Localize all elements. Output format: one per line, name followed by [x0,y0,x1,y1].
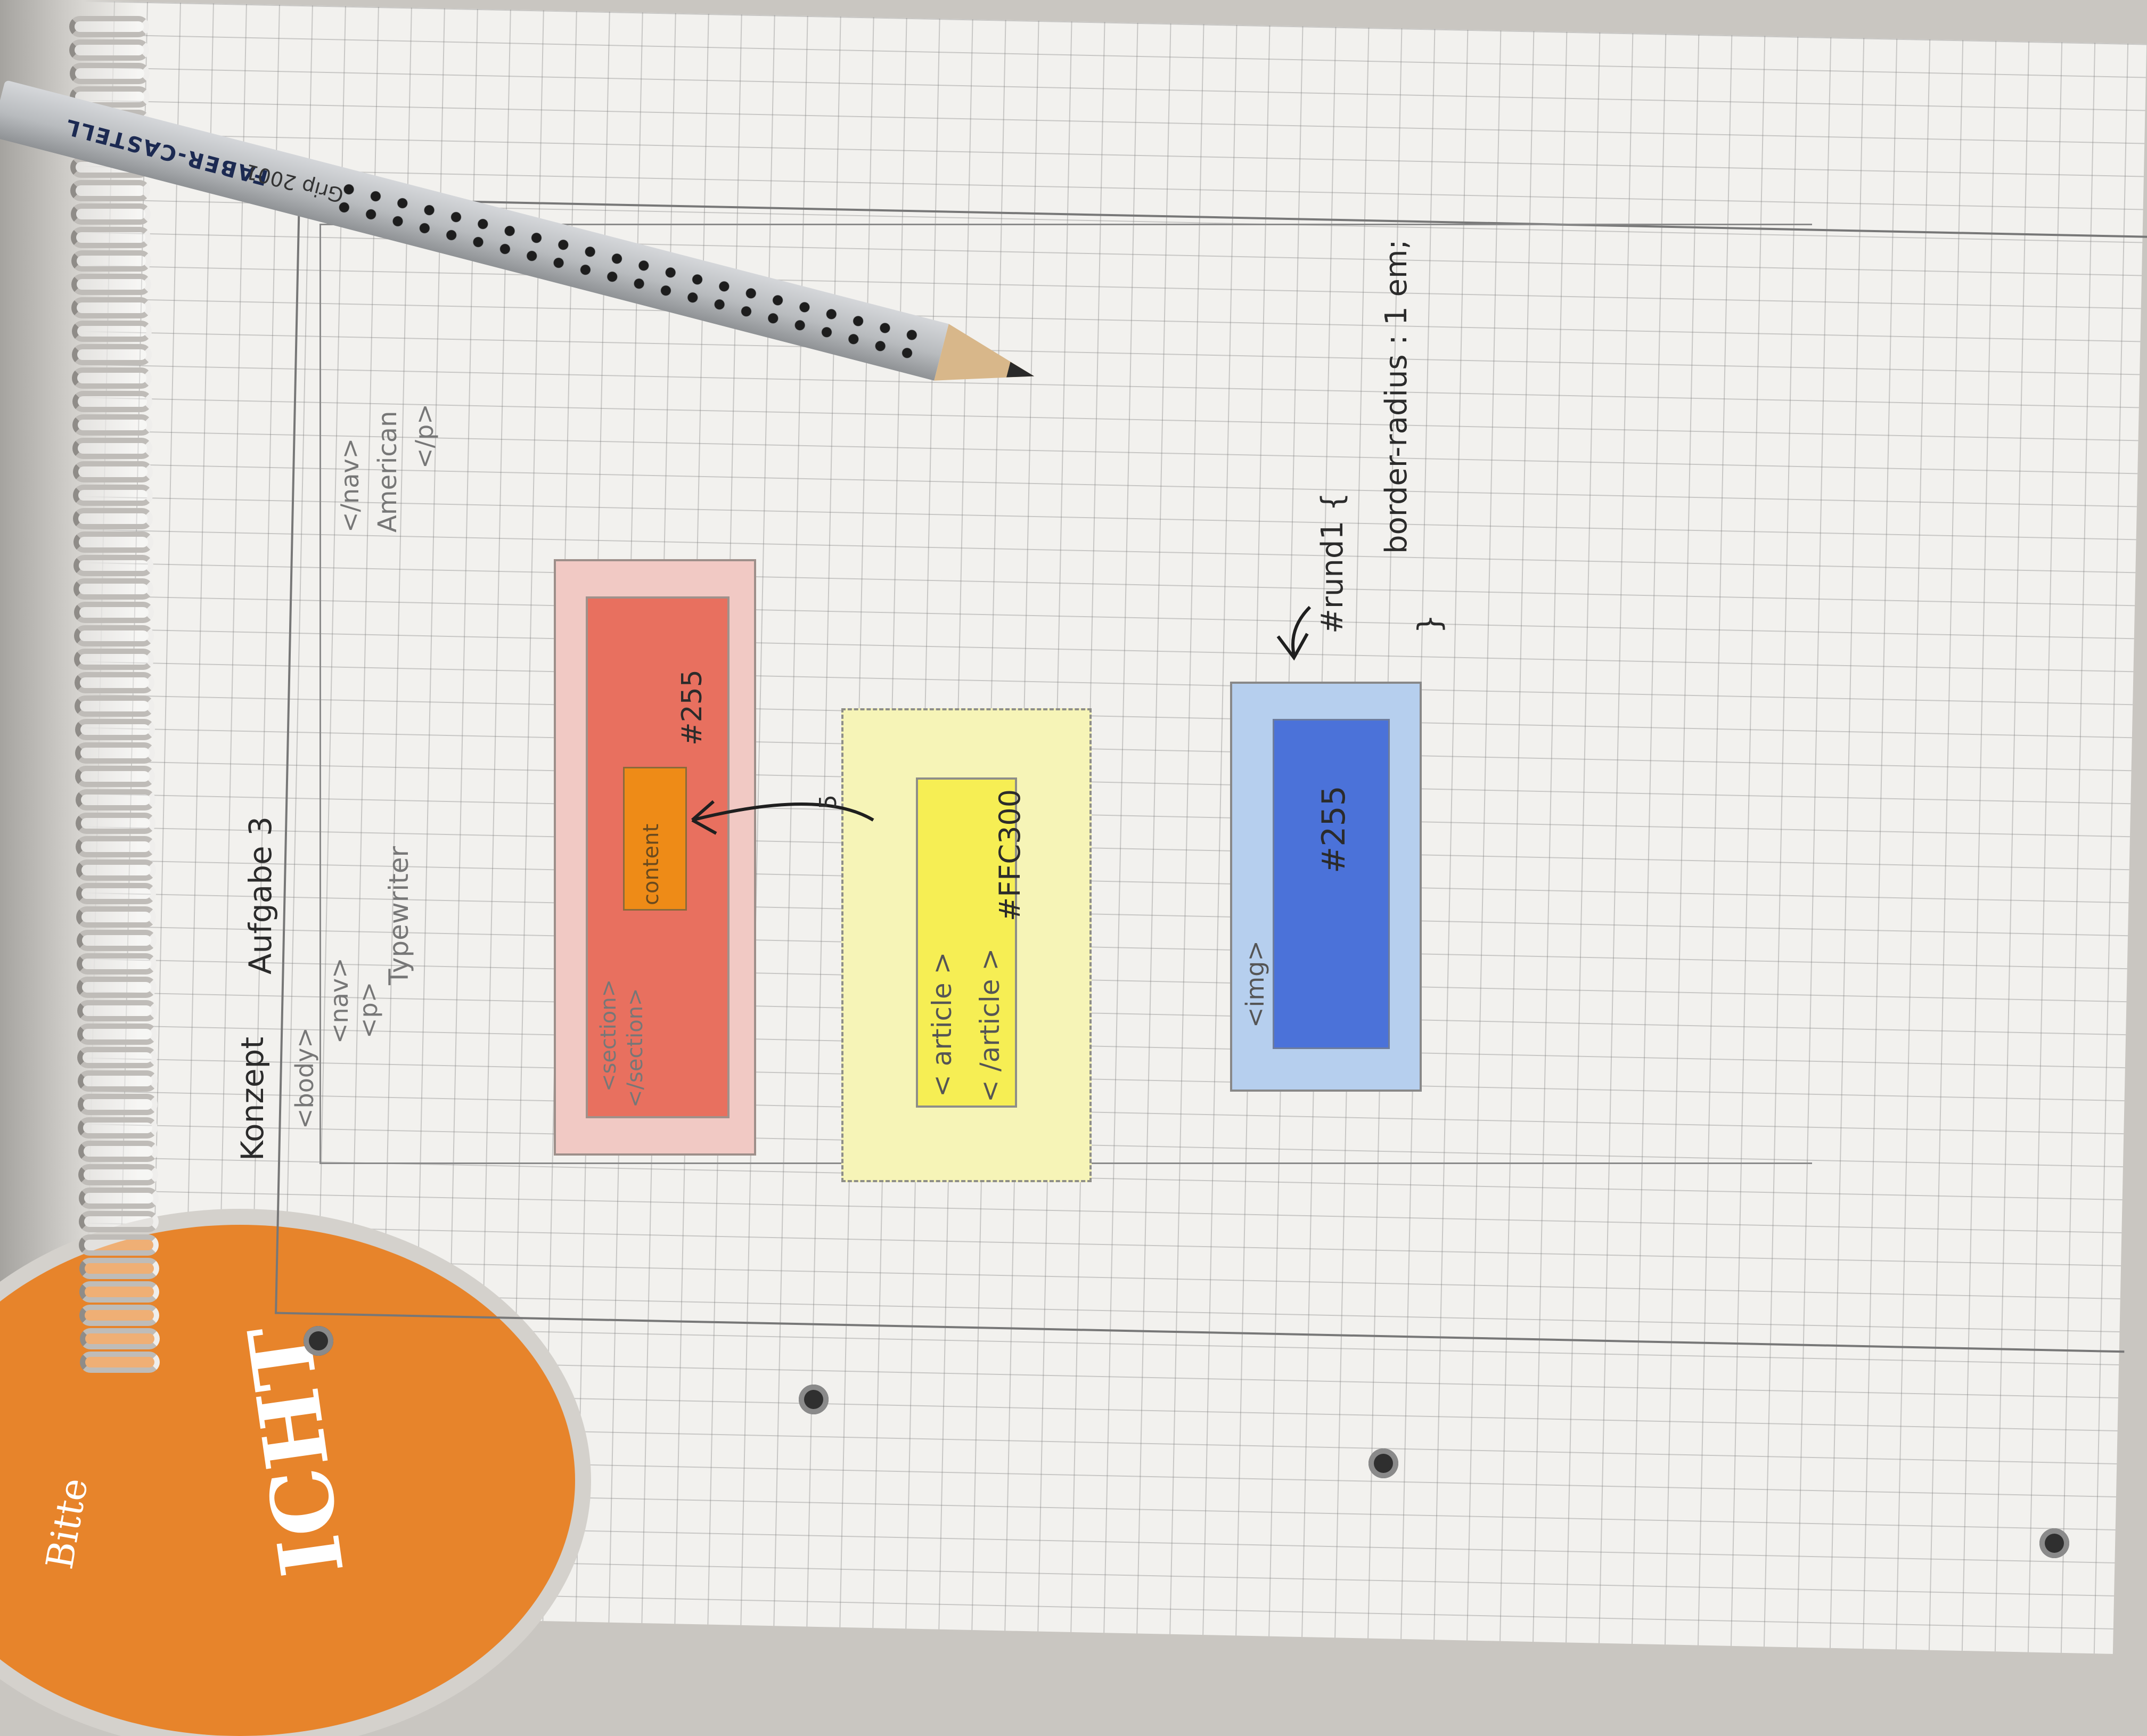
spiral-coil [73,578,154,600]
spiral-coil [75,789,155,810]
spiral-coil [73,508,153,529]
p-close-tag: </p> [410,404,439,469]
spiral-coil [77,953,157,975]
spiral-coil [70,180,151,201]
spiral-coil [73,555,154,576]
section-open-tag: <section> [596,979,621,1092]
spiral-coil [76,836,156,857]
spiral-coil [79,1234,159,1256]
css-selector: #rund1 { [1315,492,1350,634]
spiral-coil [78,1117,158,1139]
spiral-coil [71,250,151,272]
article-close-tag: < /article > [974,948,1005,1102]
spiral-coil [76,906,157,928]
cup-text: ICHT [229,1319,364,1582]
spiral-coil [75,695,155,717]
img-color-label: #255 [1315,785,1353,873]
spiral-coil [72,367,152,389]
spiral-coil [74,672,154,693]
spiral-coil [74,625,154,646]
img-tag: <img> [1241,940,1269,1028]
content-box [623,767,687,911]
spiral-coil [72,461,153,482]
cup-small-text: Bitte [37,1475,97,1573]
spiral-coil [77,1070,158,1092]
spiral-coil [79,1352,160,1373]
spiral-coil [70,203,151,225]
content-label: content [639,823,663,905]
nav-open-tag: <nav> [325,957,354,1044]
spiral-coil [78,1141,158,1162]
heading-konzept: Konzept [234,1036,271,1161]
spiral-coil [79,1258,159,1279]
spiral-coil [69,63,150,84]
spiral-coil [75,766,155,787]
punch-hole [799,1385,829,1414]
css-rule: border-radius : 1 em; [1379,239,1414,554]
spiral-coil [78,1164,159,1185]
punch-hole [2039,1528,2069,1558]
css-close-brace: } [1411,614,1447,634]
spiral-coil [73,485,153,506]
spiral-coil [79,1328,160,1349]
spiral-coil [73,531,153,553]
spiral-coil [75,742,155,764]
spiral-binding [59,16,181,1401]
spiral-coil [74,649,154,670]
spiral-coil [72,438,153,459]
spiral-coil [72,391,152,412]
american-text: American [373,411,403,533]
spiral-coil [72,414,152,436]
spiral-coil [76,859,156,881]
spiral-coil [75,813,155,834]
spiral-coil [78,1188,159,1209]
spiral-coil [79,1281,159,1303]
spiral-coil [69,16,149,37]
heading-aufgabe: Aufgabe 3 [242,816,278,975]
spiral-coil [76,883,156,904]
spiral-coil [71,321,152,342]
article-color-label: #FFC300 [993,789,1027,921]
typewriter-text: Typewriter [383,846,414,985]
article-open-tag: < article > [927,952,957,1097]
spiral-coil [71,227,151,248]
article-box [916,777,1017,1108]
spiral-coil [79,1305,160,1326]
spiral-coil [73,602,154,623]
punch-hole [304,1326,333,1356]
spiral-coil [78,1211,159,1232]
section-color-label: #255 [676,669,708,746]
spiral-coil [69,39,150,61]
punch-hole [1368,1448,1398,1478]
spiral-coil [77,1023,158,1045]
spiral-coil [76,930,157,951]
img-box [1273,719,1390,1049]
p-open-tag: <p> [354,981,383,1038]
spiral-coil [71,344,152,365]
spiral-coil [71,297,152,318]
spiral-coil [77,1000,157,1021]
body-tag: <body> [290,1027,319,1129]
spiral-coil [75,719,155,740]
arrow-mark: 5 [815,795,842,809]
section-close-tag: </section> [623,988,648,1108]
spiral-coil [77,977,157,998]
spiral-coil [78,1094,158,1115]
nav-close-tag: </nav> [335,438,364,533]
spiral-coil [71,274,151,295]
spiral-coil [77,1047,158,1068]
